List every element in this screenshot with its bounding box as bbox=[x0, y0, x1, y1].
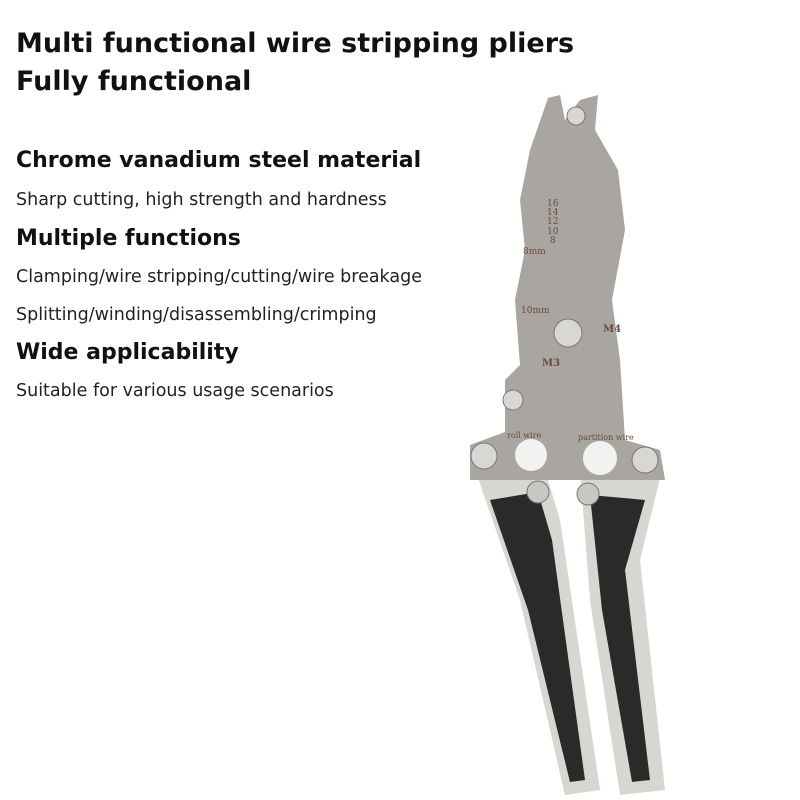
svg-text:M4: M4 bbox=[603, 324, 621, 335]
heading-applicability: Wide applicability bbox=[16, 340, 239, 365]
svg-text:10mm: 10mm bbox=[521, 306, 550, 316]
svg-text:partition wire: partition wire bbox=[578, 433, 634, 442]
pivot-bolt bbox=[553, 318, 583, 348]
svg-text:12: 12 bbox=[547, 217, 558, 227]
title-line-2: Fully functional bbox=[16, 66, 252, 97]
pliers-head bbox=[470, 95, 665, 480]
heading-functions: Multiple functions bbox=[16, 226, 241, 251]
applicability-text: Suitable for various usage scenarios bbox=[16, 381, 334, 401]
svg-text:roll wire: roll wire bbox=[507, 431, 542, 440]
functions-text-1: Clamping/wire stripping/cutting/wire bre… bbox=[16, 267, 422, 287]
svg-text:16: 16 bbox=[547, 199, 559, 209]
title-line-1: Multi functional wire stripping pliers bbox=[16, 28, 575, 59]
material-text: Sharp cutting, high strength and hardnes… bbox=[16, 190, 387, 210]
functions-text-2: Splitting/winding/disassembling/crimping bbox=[16, 305, 377, 325]
heading-material: Chrome vanadium steel material bbox=[16, 148, 422, 173]
svg-text:14: 14 bbox=[547, 208, 559, 218]
svg-text:8mm: 8mm bbox=[523, 247, 546, 257]
svg-text:10: 10 bbox=[547, 227, 559, 237]
svg-text:8: 8 bbox=[550, 236, 556, 246]
svg-text:M3: M3 bbox=[542, 358, 560, 369]
